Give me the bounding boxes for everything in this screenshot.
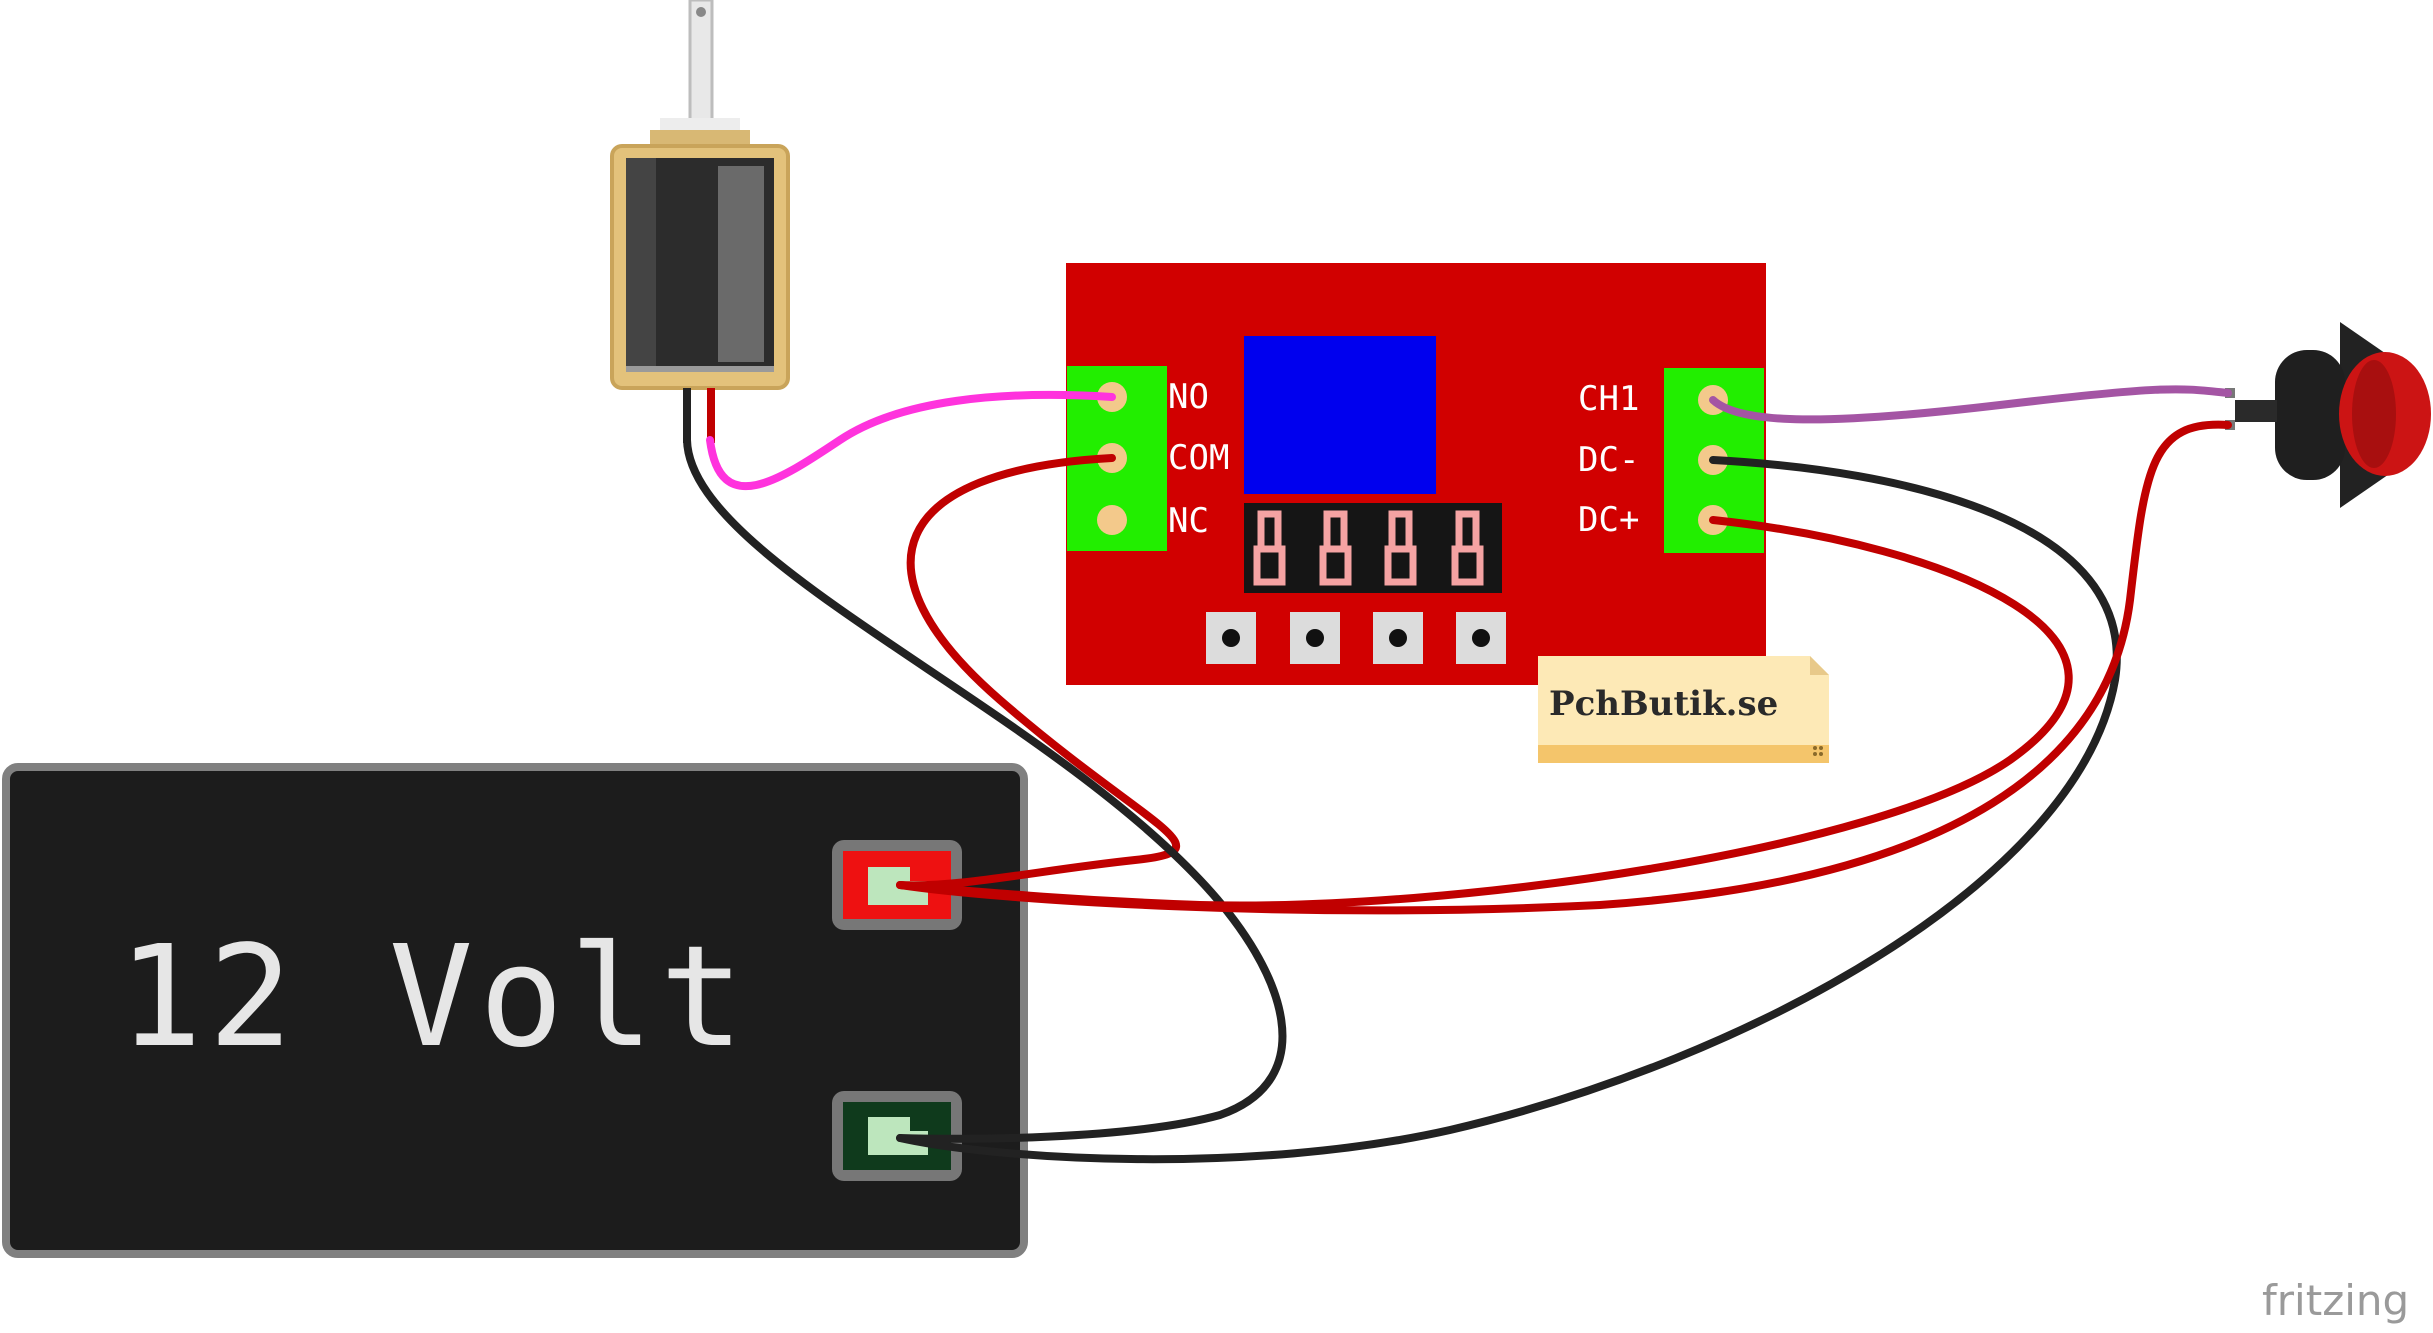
wires (683, 385, 2232, 1164)
pchbutik-sticker: PchButik.se (1538, 656, 1829, 763)
setting-buttons (1206, 612, 1506, 664)
wire-ch1-to-button (1709, 385, 2232, 424)
terminal-label-com: COM (1168, 438, 1229, 478)
terminal-label-dc-minus: DC- (1578, 440, 1639, 480)
relay-component (1244, 336, 1436, 494)
display-digits (1253, 510, 1484, 586)
wire-button-to-battery-positive (896, 420, 2232, 915)
fritzing-watermark: fritzing (2262, 1276, 2409, 1325)
terminal-label-ch1: CH1 (1578, 379, 1639, 419)
terminal-label-nc: NC (1168, 501, 1209, 541)
wire-dc-minus-to-battery-negative (896, 456, 2121, 1164)
battery-12v: 12 Volt (2, 763, 1028, 1258)
push-button (2225, 322, 2431, 508)
wire-solenoid-to-battery-negative (683, 436, 1287, 1143)
battery-label: 12 Volt (118, 916, 750, 1079)
terminal-label-dc-plus: DC+ (1578, 500, 1639, 540)
relay-module: NO COM NC CH1 DC- DC+ (1066, 263, 1766, 685)
wire-solenoid-to-no (706, 390, 1116, 491)
terminal-label-no: NO (1168, 377, 1209, 417)
sticker-label: PchButik.se (1549, 684, 1778, 724)
solenoid (610, 0, 790, 443)
wire-com-to-battery-positive (896, 454, 1180, 890)
